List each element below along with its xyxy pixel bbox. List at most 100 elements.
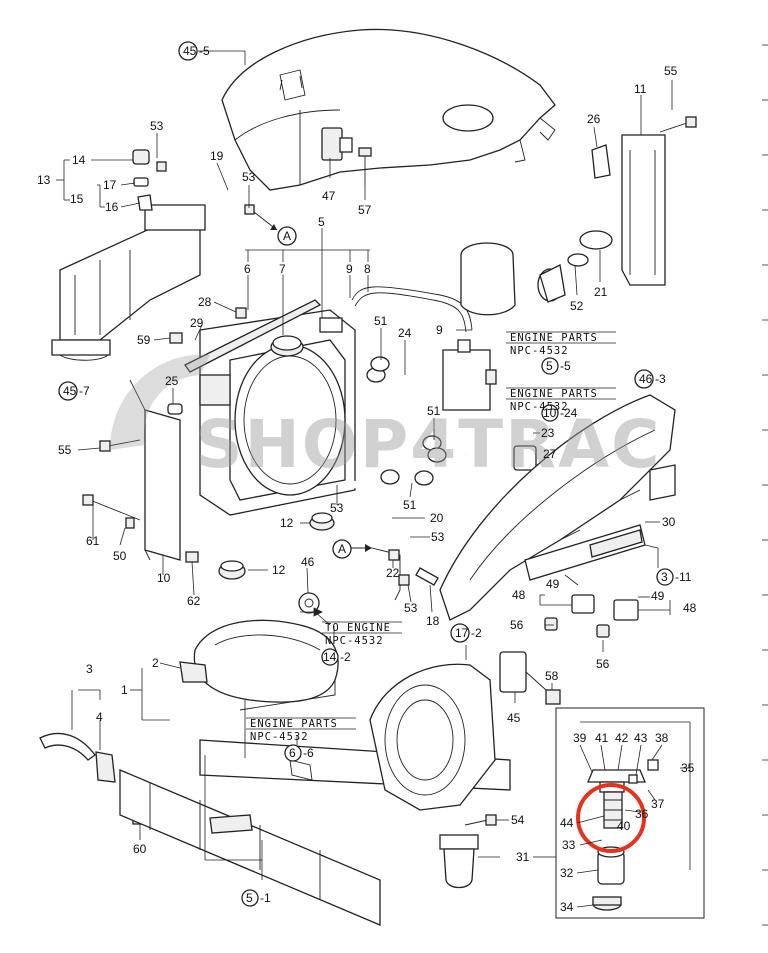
callout: 27 [543, 447, 557, 461]
callout: 56 [510, 618, 524, 632]
sensor-45 [499, 651, 527, 693]
callout: 14 [72, 153, 86, 167]
callout: 51 [403, 498, 417, 512]
to-engine-code: NPC-4532 [325, 635, 384, 647]
ref-6-6-num: 6 [289, 746, 296, 760]
callout: 2 [152, 656, 159, 670]
callout: 22 [386, 566, 400, 580]
bracket-11 [621, 116, 697, 286]
ref-17-2-num: 17 [455, 626, 469, 640]
callout: 62 [187, 594, 201, 608]
grommet-12b [218, 560, 246, 580]
engine-note-1-code: NPC-4532 [510, 345, 569, 357]
ref-10-24-suffix: -24 [560, 406, 578, 420]
highlight-circle [576, 783, 646, 853]
callout: 26 [587, 112, 601, 126]
fuel-filter-31 [439, 834, 479, 889]
side-panel-10 [129, 379, 181, 561]
callout: 53 [242, 170, 256, 184]
reservoir-cap-14 [132, 149, 153, 211]
callout: 4 [96, 710, 103, 724]
clamp-4 [95, 751, 116, 783]
callout: 54 [511, 813, 525, 827]
callout: 41 [595, 731, 609, 745]
bolt-56b [596, 624, 610, 638]
callout: 38 [655, 731, 669, 745]
engine-note-3-title: ENGINE PARTS [250, 718, 338, 730]
callout: 11 [634, 82, 647, 96]
ref-46-3-num: 46 [639, 372, 653, 386]
callout: 24 [398, 326, 412, 340]
side-frame-bracket [51, 204, 206, 361]
ref-14-2-suffix: -2 [340, 650, 351, 664]
callout: 53 [150, 119, 164, 133]
bracket-48-right [613, 599, 639, 621]
pipe-22 [371, 547, 410, 601]
callout: 12 [280, 516, 294, 530]
radiator-assembly [199, 309, 356, 516]
callout: 51 [427, 404, 441, 418]
callout: 55 [664, 64, 678, 78]
callout: 61 [86, 534, 100, 548]
hood-panel [221, 28, 556, 191]
marker-a-bottom-label: A [338, 542, 346, 556]
air-cleaner [460, 242, 566, 316]
ref-labels: 45 -5 45 -7 46 -3 5 -5 10 -24 3 -11 17 -… [63, 44, 692, 905]
callout-numbers: 55 11 26 53 14 13 17 15 16 19 53 47 57 5… [37, 64, 697, 914]
bolt-59 [169, 332, 183, 344]
seal-strip-29 [184, 299, 322, 373]
bolt-57 [358, 147, 372, 185]
callout: 49 [546, 577, 560, 591]
hose-27 [513, 445, 537, 471]
engine-note-1-title: ENGINE PARTS [510, 332, 598, 344]
callout: 8 [364, 262, 371, 276]
ref-46-3-suffix: -3 [655, 372, 666, 386]
callout: 53 [431, 530, 445, 544]
ref-5-5-num: 5 [546, 359, 553, 373]
callout: 37 [651, 797, 665, 811]
callout: 48 [512, 588, 526, 602]
callout: 3 [86, 662, 93, 676]
engine-cover-6-6 [193, 619, 339, 711]
callout: 46 [301, 555, 315, 569]
callout: 30 [662, 515, 676, 529]
callout: 9 [436, 323, 443, 337]
callout: 55 [58, 443, 72, 457]
callout: 13 [37, 173, 51, 187]
margin-ticks [762, 44, 768, 926]
engine-note-2-title: ENGINE PARTS [510, 388, 598, 400]
connector-58 [525, 671, 561, 705]
to-engine-title: TO ENGINE [325, 622, 391, 634]
callout: 44 [560, 816, 574, 830]
ref-45-7-num: 45 [63, 384, 77, 398]
callout: 39 [573, 731, 587, 745]
ref-3-11-suffix: -11 [675, 570, 692, 584]
callout: 10 [157, 571, 171, 585]
watermark-text: SHOP4TRAC [195, 406, 662, 483]
hood-hinge [279, 69, 306, 101]
callout: 56 [596, 657, 610, 671]
callout: 7 [279, 262, 286, 276]
engine-notes: ENGINE PARTS NPC-4532 ENGINE PARTS NPC-4… [250, 332, 598, 743]
lower-hose-23 [436, 421, 532, 478]
reserve-tank-5-5 [442, 339, 497, 411]
callout: 6 [244, 262, 251, 276]
callout: 5 [318, 215, 325, 229]
engine-note-rules [246, 331, 616, 730]
callout: 9 [346, 262, 353, 276]
grommet-12a [309, 512, 335, 531]
callout: 48 [683, 601, 697, 615]
callout: 1 [121, 683, 128, 697]
callout: 17 [103, 178, 117, 192]
callout: 45 [507, 711, 521, 725]
bolt-28 [235, 307, 247, 319]
bolt-61 [82, 494, 141, 529]
fan-shroud-17-2 [369, 663, 496, 811]
marker-a-top [253, 211, 297, 246]
callout: 23 [541, 426, 555, 440]
callout: 32 [560, 866, 574, 880]
ref-45-5-num: 45 [183, 44, 197, 58]
hose-clamps-51 [366, 356, 447, 486]
callout: 42 [615, 731, 629, 745]
radiator-hose-24 [371, 374, 408, 475]
